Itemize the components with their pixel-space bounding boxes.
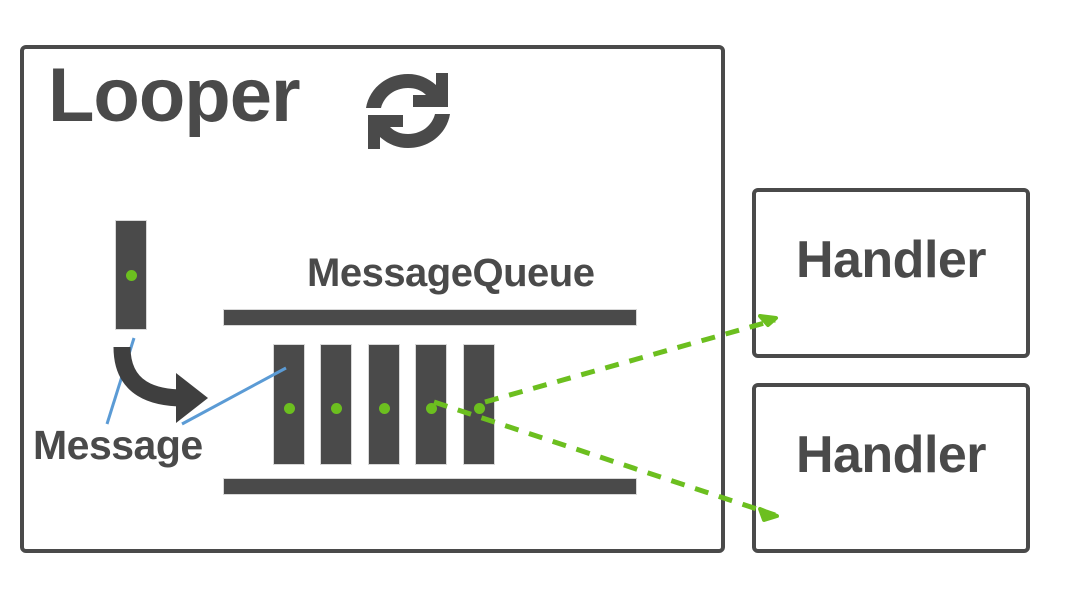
queue-message-dot-3 [378, 403, 390, 414]
queue-slot-3 [368, 344, 400, 465]
dispatch-arrow-to-handler-bottom [433, 399, 776, 518]
queue-slot-1 [273, 344, 305, 465]
queue-slot-5 [463, 344, 495, 465]
queue-rail-top [223, 309, 637, 326]
handler-box-bottom[interactable]: Handler [752, 383, 1030, 553]
handler-label-top: Handler [795, 231, 987, 289]
message-dot [125, 269, 137, 281]
dispatch-arrow-to-handler-top [484, 317, 776, 405]
message-label: Message [33, 422, 203, 468]
refresh-loop-icon [366, 73, 450, 149]
handler-label-bottom: Handler [795, 426, 987, 484]
dispatch-arrowhead-bottom [758, 507, 779, 522]
enqueue-arrow-head [176, 373, 208, 423]
queue-message-dot-1 [283, 403, 295, 414]
queue-message-dot-4 [425, 403, 437, 414]
queue-message-dot-2 [330, 403, 342, 414]
enqueue-arrow-curve [113, 346, 185, 407]
queue-rail-bottom [223, 478, 637, 495]
looper-title: Looper [48, 53, 301, 138]
dispatch-arrowhead-top [758, 314, 778, 327]
queue-message-dot-5 [473, 403, 485, 414]
handler-box-top[interactable]: Handler [752, 188, 1030, 358]
message-block [115, 220, 147, 330]
queue-slot-2 [320, 344, 352, 465]
message-queue-title: MessageQueue [307, 251, 595, 295]
leader-line-to-queue-slot [181, 366, 287, 426]
